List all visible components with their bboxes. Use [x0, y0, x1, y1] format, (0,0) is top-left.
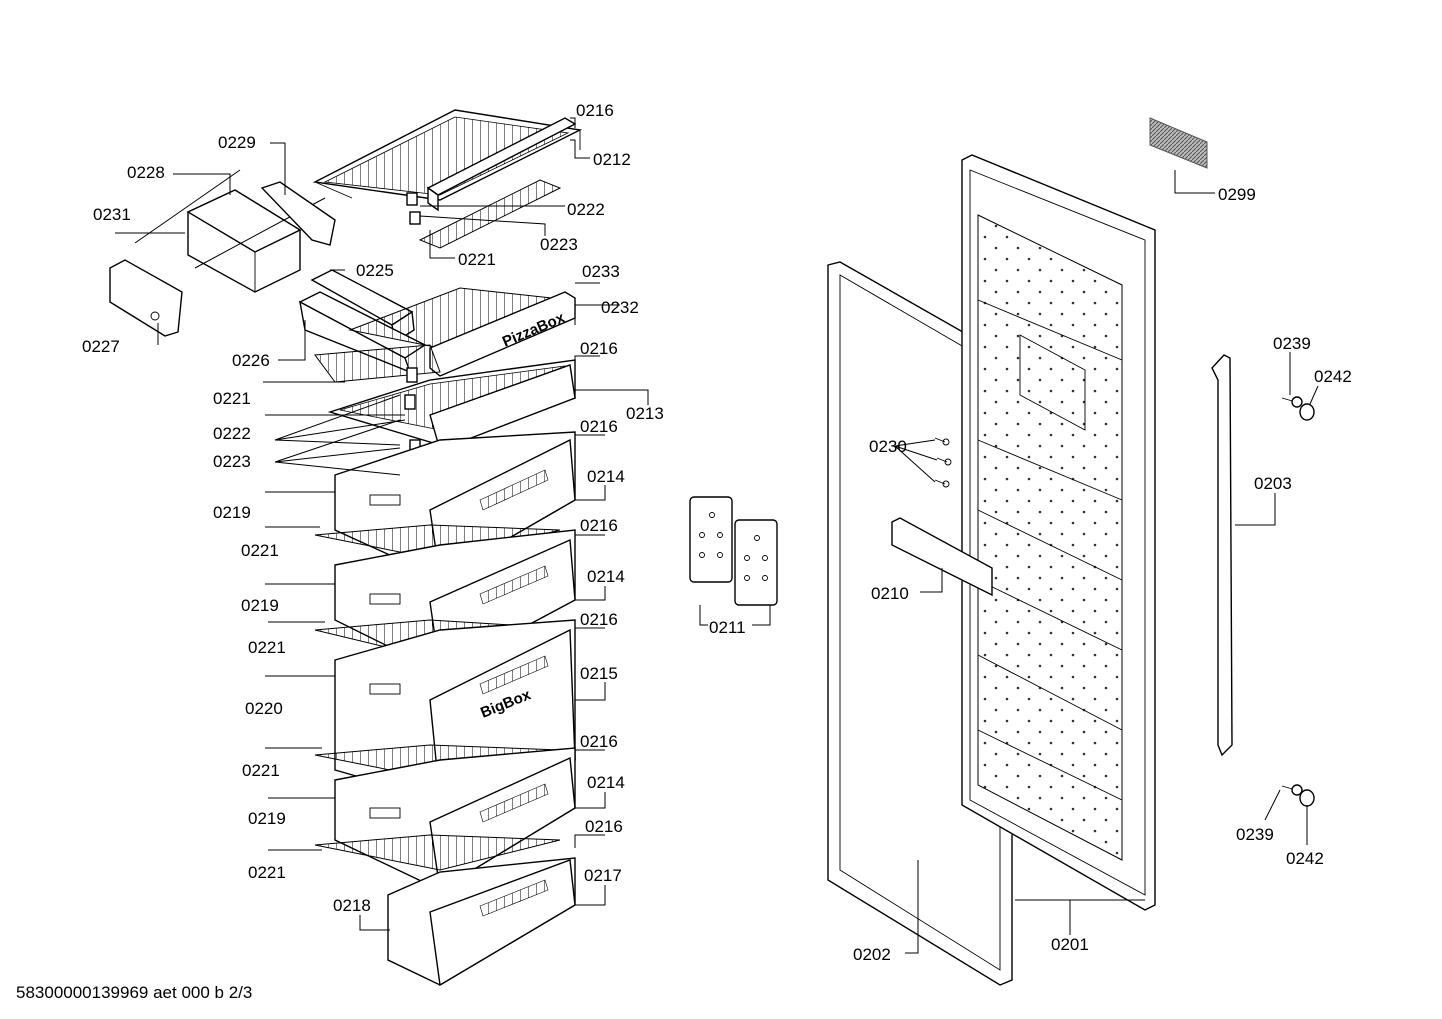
screw-cap-bottom: [1281, 784, 1315, 807]
door-inner-panel: [961, 154, 1156, 911]
label-0221: 0221: [242, 761, 280, 780]
label-0217: 0217: [584, 866, 622, 885]
label-0212: 0212: [593, 150, 631, 169]
label-0221: 0221: [248, 863, 286, 882]
wire-shelf-top: [312, 109, 583, 201]
label-0223: 0223: [540, 235, 578, 254]
label-0214: 0214: [587, 567, 625, 586]
ice-flap: [260, 181, 336, 246]
wire-shelf-small: [418, 179, 562, 249]
wire-shelf-3: [314, 524, 561, 561]
screw-cap-top: [1281, 396, 1315, 421]
label-0225: 0225: [356, 261, 394, 280]
label-0219: 0219: [248, 809, 286, 828]
label-0202: 0202: [853, 945, 891, 964]
wire-shelf-2: [314, 344, 441, 383]
label-0219: 0219: [241, 596, 279, 615]
label-0227: 0227: [82, 337, 120, 356]
label-0210: 0210: [871, 584, 909, 603]
label-0221: 0221: [248, 638, 286, 657]
cold-accumulator-2: [734, 519, 778, 606]
label-0214: 0214: [587, 467, 625, 486]
label-0218: 0218: [333, 896, 371, 915]
label-0222: 0222: [213, 424, 251, 443]
label-0226: 0226: [232, 351, 270, 370]
label-0222: 0222: [567, 200, 605, 219]
label-0216: 0216: [585, 817, 623, 836]
drawer-0213: [327, 359, 576, 451]
label-0221: 0221: [213, 389, 251, 408]
shelf-front-cover-top: [426, 117, 577, 212]
label-0228: 0228: [127, 163, 165, 182]
label-0230: 0230: [869, 437, 907, 456]
document-code: 58300000139969 aet 000 b 2/3: [16, 983, 252, 1002]
part-labels: 0216 0212 0229 0228 0222 0231 0223 0221 …: [82, 101, 1352, 964]
label-0231: 0231: [93, 205, 131, 224]
label-0216: 0216: [580, 732, 618, 751]
label-0216: 0216: [580, 610, 618, 629]
label-0223: 0223: [213, 452, 251, 471]
cold-accumulator-1: [689, 496, 733, 583]
label-0216: 0216: [580, 417, 618, 436]
label-0242: 0242: [1286, 849, 1324, 868]
label-0213: 0213: [626, 404, 664, 423]
rating-label: [1149, 117, 1208, 169]
label-0216: 0216: [580, 339, 618, 358]
label-0221: 0221: [241, 541, 279, 560]
label-0242: 0242: [1314, 367, 1352, 386]
label-0232: 0232: [601, 298, 639, 317]
label-0203: 0203: [1254, 474, 1292, 493]
control-cover: [109, 259, 183, 337]
label-0215: 0215: [580, 664, 618, 683]
label-0216: 0216: [576, 101, 614, 120]
door-handle-outer: [1211, 354, 1233, 757]
ice-maker-housing: [134, 169, 326, 293]
label-0219: 0219: [213, 503, 251, 522]
label-0214: 0214: [587, 773, 625, 792]
label-0233: 0233: [582, 262, 620, 281]
door-handle-inner: [891, 517, 993, 597]
label-0220: 0220: [245, 699, 283, 718]
label-0221: 0221: [458, 250, 496, 269]
label-0239: 0239: [1273, 334, 1311, 353]
screws-0230: [934, 437, 952, 488]
label-0216: 0216: [580, 516, 618, 535]
label-0201: 0201: [1051, 935, 1089, 954]
label-0211: 0211: [709, 618, 746, 637]
label-0229: 0229: [218, 133, 256, 152]
shelf-clips-top: [406, 192, 421, 225]
label-0299: 0299: [1218, 185, 1256, 204]
label-0239: 0239: [1236, 825, 1274, 844]
leader-lines: [115, 117, 1319, 954]
wire-shelf-6: [314, 834, 561, 871]
